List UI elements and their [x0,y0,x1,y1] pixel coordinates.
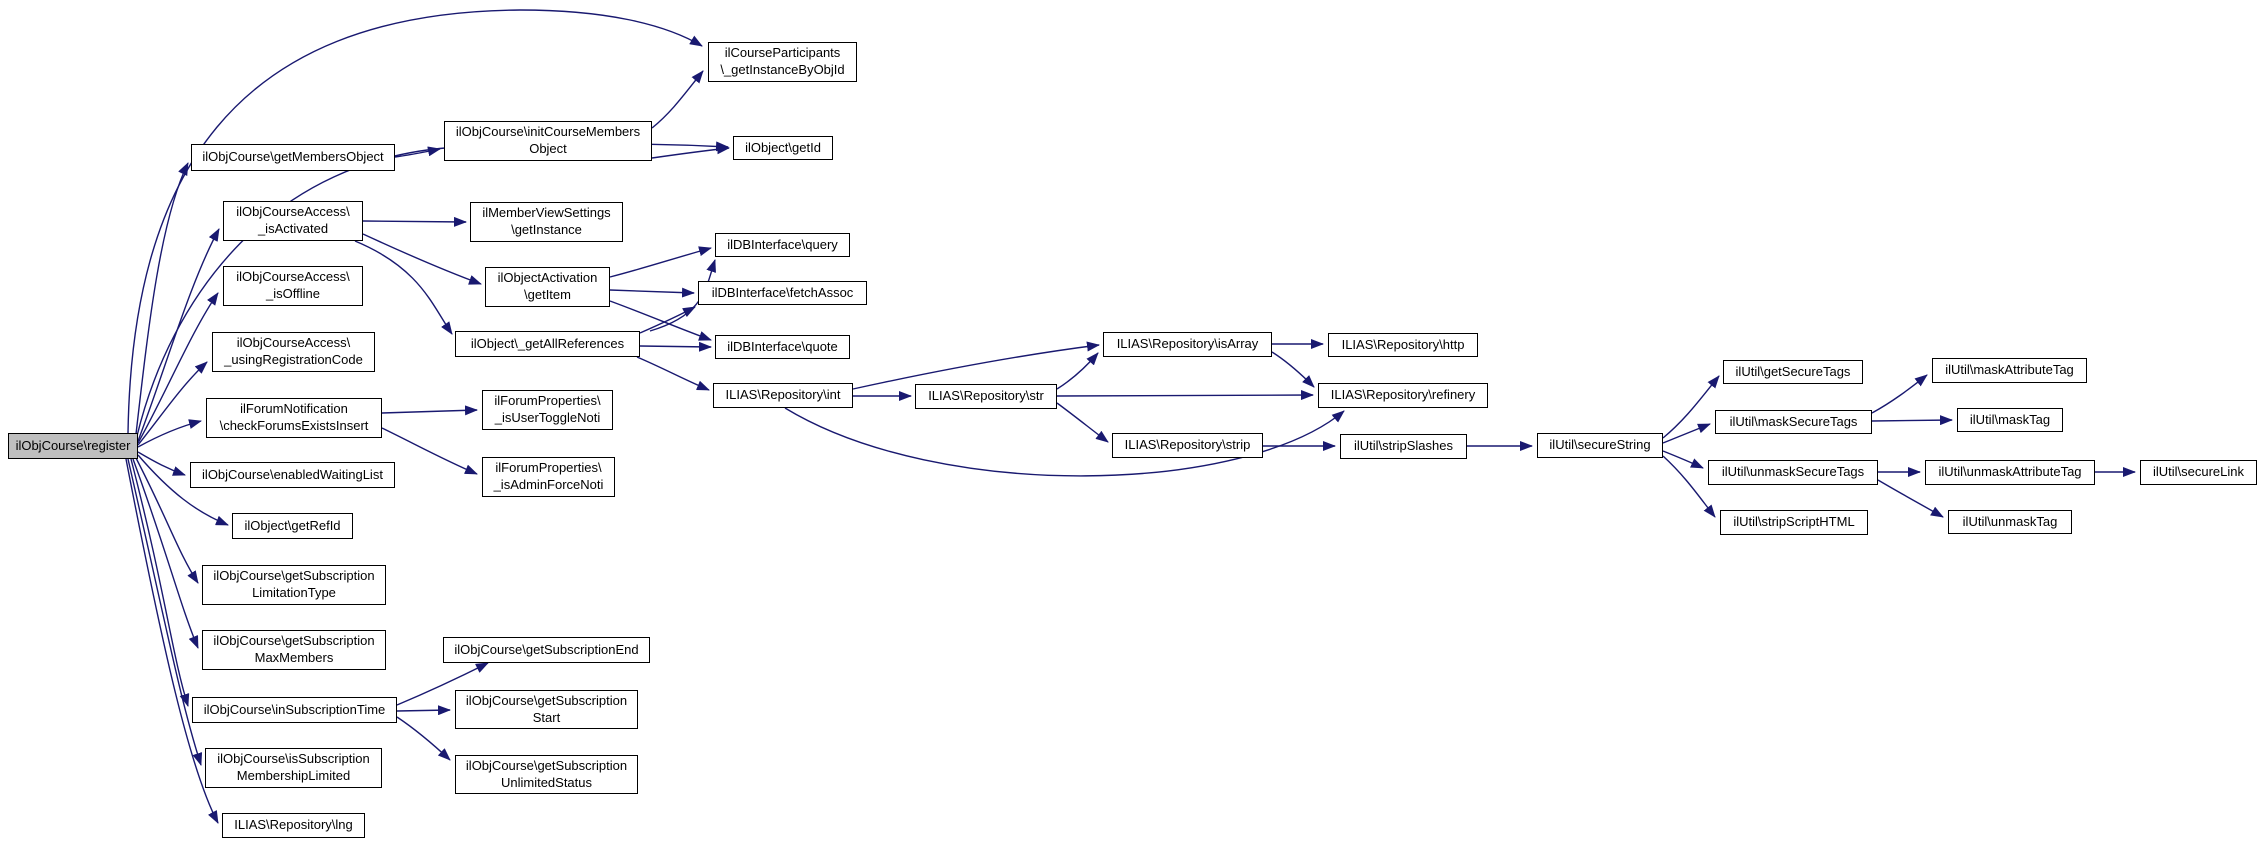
node-subStart[interactable]: ilObjCourse\getSubscription Start [455,690,638,729]
edge-getItem-dbQuote [609,300,712,341]
edge-str-refinery [1056,390,1314,401]
node-enabledWaitingList[interactable]: ilObjCourse\enabledWaitingList [190,462,395,488]
node-courseParticipants[interactable]: ilCourseParticipants \_getInstanceByObjI… [708,42,857,82]
node-getId[interactable]: ilObject\getId [733,136,833,160]
edge-inSubscriptionTime-subUnlimitedStatus [396,716,451,761]
node-refinery[interactable]: ILIAS\Repository\refinery [1318,383,1488,408]
node-secureString[interactable]: ilUtil\secureString [1537,433,1663,458]
edge-secureString-unmaskSecureTags [1662,450,1704,469]
node-unmaskTag[interactable]: ilUtil\unmaskTag [1948,510,2072,534]
edge-initCourseMembers-getId [651,144,730,159]
node-dbFetchAssoc[interactable]: ilDBInterface\fetchAssoc [698,281,867,305]
edge-maskSecureTags-maskAttributeTag [1871,374,1928,414]
node-subUnlimitedStatus[interactable]: ilObjCourse\getSubscription UnlimitedSta… [455,755,638,794]
node-stripScriptHTML[interactable]: ilUtil\stripScriptHTML [1720,510,1868,535]
node-isActivated[interactable]: ilObjCourseAccess\ _isActivated [223,201,363,241]
node-isSubMembershipLimited[interactable]: ilObjCourse\isSubscription MembershipLim… [205,748,382,788]
node-getRefId[interactable]: ilObject\getRefId [232,513,353,539]
edge-unmaskSecureTags-unmaskTag [1877,479,1944,518]
node-register: ilObjCourse\register [8,433,138,459]
edge-checkForumsExistsInsert-isUserToggleNoti [381,405,478,416]
node-lng[interactable]: ILIAS\Repository\lng [222,813,365,838]
node-checkForumsExistsInsert[interactable]: ilForumNotification \checkForumsExistsIn… [206,398,382,438]
edge-register-lng [125,458,219,824]
node-subMaxMembers[interactable]: ilObjCourse\getSubscription MaxMembers [202,630,386,670]
edge-isArray-refinery [1271,351,1315,388]
node-isOffline[interactable]: ilObjCourseAccess\ _isOffline [223,266,363,306]
edge-register-enabledWaitingList [137,451,186,476]
edge-secureString-stripScriptHTML [1662,455,1716,518]
node-usingRegistrationCode[interactable]: ilObjCourseAccess\ _usingRegistrationCod… [212,332,375,372]
node-dbQuery[interactable]: ilDBInterface\query [715,233,850,257]
edge-register-isActivated [137,228,220,442]
node-http[interactable]: ILIAS\Repository\http [1328,333,1478,357]
node-getMembersObject[interactable]: ilObjCourse\getMembersObject [191,144,395,171]
edge-getItem-dbFetchAssoc [609,287,695,298]
node-getItem[interactable]: ilObjectActivation \getItem [485,267,610,307]
edge-initCourseMembers-courseParticipants [651,70,704,129]
node-maskAttributeTag[interactable]: ilUtil\maskAttributeTag [1932,358,2087,383]
node-str[interactable]: ILIAS\Repository\str [915,384,1057,409]
node-isArray[interactable]: ILIAS\Repository\isArray [1103,332,1272,357]
edge-isActivated-getItem [362,233,482,285]
node-isAdminForceNoti[interactable]: ilForumProperties\ _isAdminForceNoti [482,457,615,497]
edge-register-usingRegistrationCode [137,361,208,446]
edge-register-getMembersObject [135,162,189,435]
node-memberViewSettings[interactable]: ilMemberViewSettings \getInstance [470,202,623,242]
edge-register-isOffline [137,292,219,444]
node-dbQuote[interactable]: ilDBInterface\quote [715,335,850,359]
edge-register-checkForumsExistsInsert [137,419,202,448]
edge-register-getRefId [137,454,229,526]
node-inSubscriptionTime[interactable]: ilObjCourse\inSubscriptionTime [192,697,397,723]
edge-isActivated-getAllReferences [354,240,453,335]
node-initCourseMembers[interactable]: ilObjCourse\initCourseMembers Object [444,121,652,161]
edge-checkForumsExistsInsert-isAdminForceNoti [381,427,478,475]
edge-inSubscriptionTime-subStart [396,705,451,716]
edge-getAllReferences-dbFetchAssoc [639,306,696,334]
node-getSecureTags[interactable]: ilUtil\getSecureTags [1723,360,1863,384]
edge-secureString-getSecureTags [1662,375,1720,439]
edge-register-inSubscriptionTime [130,458,190,707]
node-unmaskSecureTags[interactable]: ilUtil\unmaskSecureTags [1708,460,1878,485]
node-strip[interactable]: ILIAS\Repository\strip [1112,433,1263,458]
edge-inSubscriptionTime-subEnd [396,662,489,706]
edge-register-subMaxMembers [132,458,199,649]
edge-register-subLimitationType [135,457,199,584]
edge-getAllReferences-dbQuote [639,341,712,352]
node-maskTag[interactable]: ilUtil\maskTag [1957,408,2063,432]
edge-str-isArray [1056,352,1099,390]
node-unmaskAttributeTag[interactable]: ilUtil\unmaskAttributeTag [1925,460,2095,485]
edge-getItem-dbQuery [609,246,712,278]
node-subEnd[interactable]: ilObjCourse\getSubscriptionEnd [443,637,650,663]
edge-maskSecureTags-maskTag [1871,415,1953,426]
edge-int-isArray [852,341,1100,390]
node-secureLink[interactable]: ilUtil\secureLink [2140,460,2257,485]
node-int[interactable]: ILIAS\Repository\int [713,383,853,408]
edge-int-refinery [784,407,1345,477]
edge-register-isSubMembershipLimited [127,458,203,766]
node-isUserToggleNoti[interactable]: ilForumProperties\ _isUserToggleNoti [482,390,613,430]
node-stripSlashes[interactable]: ilUtil\stripSlashes [1340,434,1467,459]
edge-register-courseParticipants [127,9,703,434]
node-getAllReferences[interactable]: ilObject\_getAllReferences [455,331,640,357]
node-maskSecureTags[interactable]: ilUtil\maskSecureTags [1715,410,1872,434]
edge-str-strip [1056,402,1109,443]
edge-secureString-maskSecureTags [1662,423,1711,444]
edge-getMembersObject-initCourseMembers [394,146,441,158]
edge-getAllReferences-int [636,356,710,391]
node-subLimitationType[interactable]: ilObjCourse\getSubscription LimitationTy… [202,565,386,605]
edge-isActivated-memberViewSettings [362,216,467,227]
